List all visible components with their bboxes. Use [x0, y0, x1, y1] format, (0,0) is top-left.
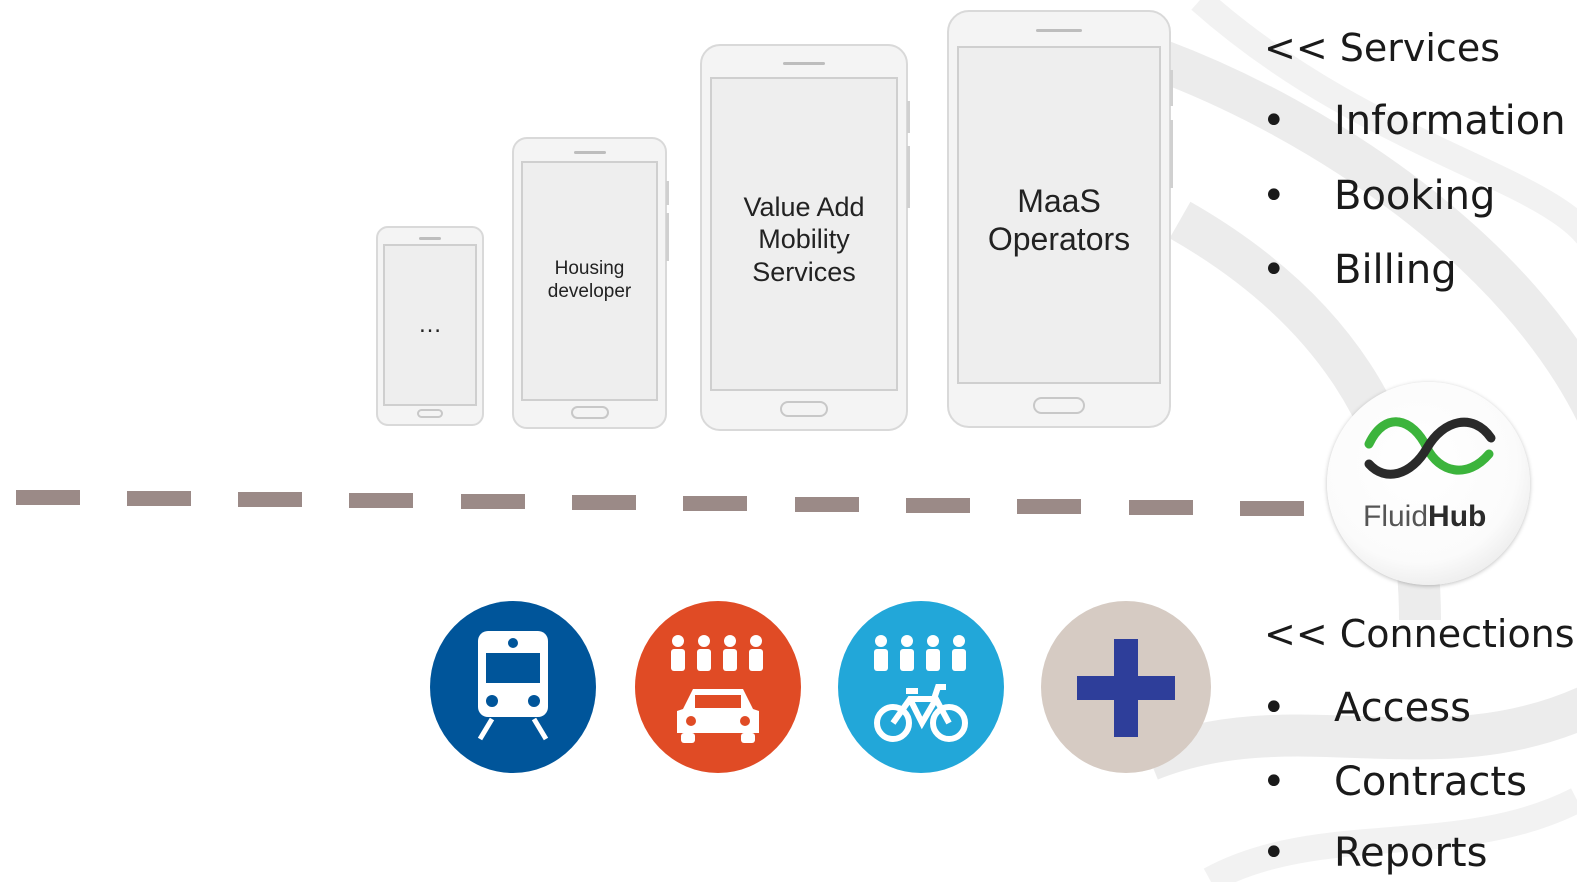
connections-item-label: Reports — [1334, 830, 1488, 876]
car-share-mode — [635, 601, 801, 773]
phone-maas-screen: MaaS Operators — [957, 46, 1161, 384]
more-modes — [1041, 601, 1211, 773]
fluidhub-wordmark: FluidHub — [1363, 500, 1486, 534]
train-mode — [430, 601, 596, 773]
fluidhub-wordmark-light: Fluid — [1363, 500, 1429, 533]
fluidhub-logo: FluidHub — [1327, 382, 1530, 585]
watermark: apdays.com — [1030, 534, 1225, 575]
phone-small-screen: … — [383, 244, 477, 406]
fluidhub-wordmark-bold: Hub — [1428, 500, 1487, 533]
phone-small-label: … — [418, 310, 442, 338]
bullet: • — [1262, 830, 1286, 876]
phone-small: … — [376, 226, 484, 426]
bullet: • — [1262, 685, 1286, 731]
train-icon — [477, 631, 549, 741]
bike-share-mode — [838, 601, 1004, 773]
phone-value-add-label: Value Add Mobility Services — [743, 192, 865, 287]
services-item-label: Information — [1334, 98, 1566, 144]
services-heading: << Services — [1264, 26, 1500, 70]
car-share-icon — [671, 635, 763, 743]
bike-share-icon — [874, 635, 968, 742]
services-item-label: Billing — [1334, 247, 1457, 293]
phone-housing: Housing developer — [512, 137, 669, 429]
plus-icon — [1077, 639, 1175, 737]
services-item-label: Booking — [1334, 173, 1496, 219]
bullet: • — [1262, 247, 1286, 293]
connections-heading: << Connections — [1264, 612, 1575, 656]
phone-value-add: Value Add Mobility Services — [700, 44, 910, 431]
phone-housing-screen: Housing developer — [521, 161, 658, 401]
connections-item-label: Access — [1334, 685, 1471, 731]
phone-value-add-screen: Value Add Mobility Services — [710, 77, 898, 391]
connections-item-label: Contracts — [1334, 759, 1527, 805]
phone-housing-label: Housing developer — [547, 258, 632, 302]
bullet: • — [1262, 173, 1286, 219]
infinity-icon — [1364, 417, 1496, 479]
phone-maas: MaaS Operators — [947, 10, 1173, 428]
bullet: • — [1262, 759, 1286, 805]
phone-maas-label: MaaS Operators — [987, 183, 1131, 258]
bullet: • — [1262, 98, 1286, 144]
